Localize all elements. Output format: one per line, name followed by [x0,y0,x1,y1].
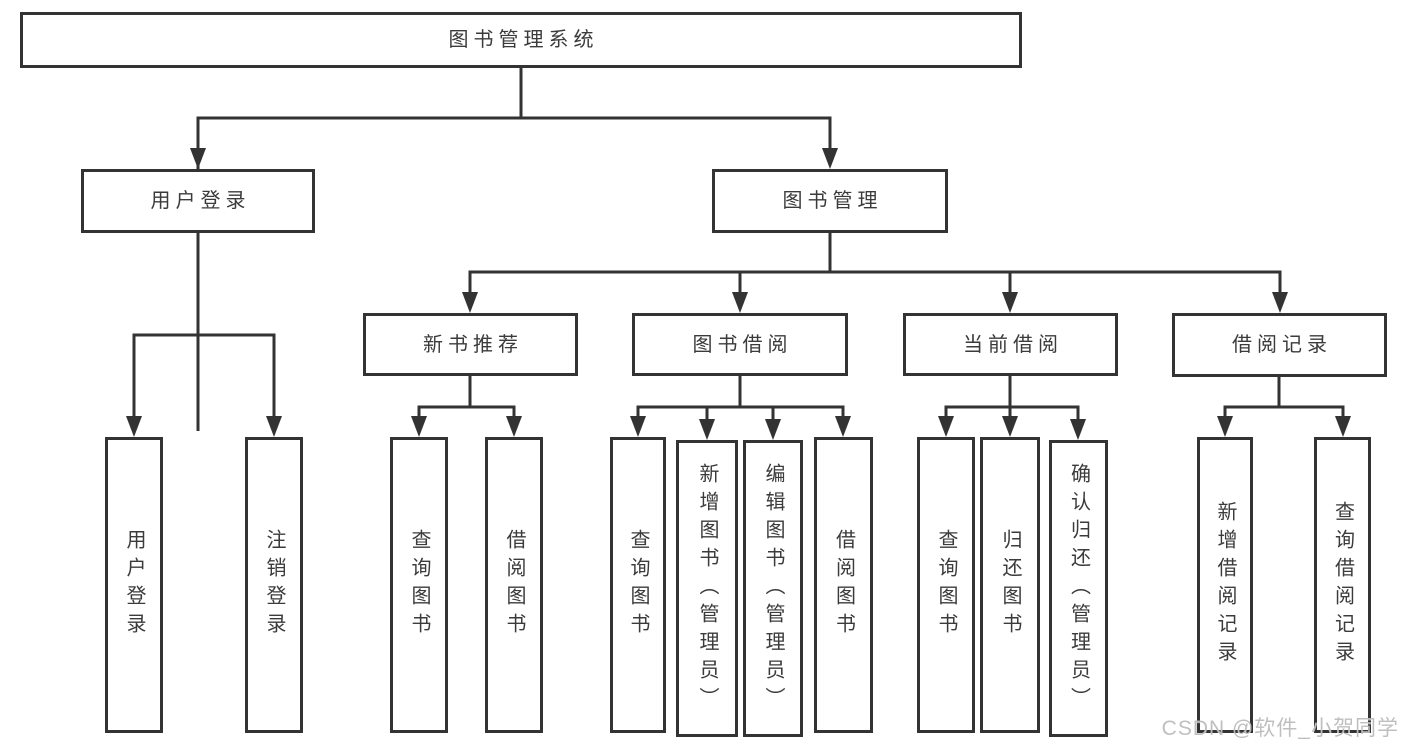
leaf-confirm-return-admin: 确认归还（管理员） [1049,440,1108,737]
leaf-query-borrow-record: 查询借阅记录 [1314,437,1371,733]
leaf-logout: 注销登录 [245,437,303,733]
node-new-book-recommendation: 新书推荐 [363,313,578,376]
leaf-add-books-admin: 新增图书（管理员） [676,440,738,737]
leaf-query-books-borrow: 查询图书 [610,437,666,733]
leaf-query-books-recommend: 查询图书 [390,437,448,733]
leaf-add-borrow-record: 新增借阅记录 [1197,437,1253,733]
node-book-borrowing: 图书借阅 [632,313,848,376]
node-book-management: 图书管理 [712,169,948,233]
leaf-return-books: 归还图书 [980,437,1040,733]
node-current-borrowing: 当前借阅 [903,313,1118,376]
leaf-borrow-books-recommend: 借阅图书 [485,437,543,733]
leaf-user-login: 用户登录 [105,437,163,733]
leaf-borrow-books: 借阅图书 [814,437,873,733]
node-borrowing-records: 借阅记录 [1172,313,1387,377]
csdn-watermark: CSDN @软件_小贺同学 [1161,717,1399,740]
node-library-management-system: 图书管理系统 [20,12,1022,68]
leaf-query-books-current: 查询图书 [917,437,975,733]
node-user-login: 用户登录 [81,169,315,233]
leaf-edit-books-admin: 编辑图书（管理员） [743,440,803,737]
